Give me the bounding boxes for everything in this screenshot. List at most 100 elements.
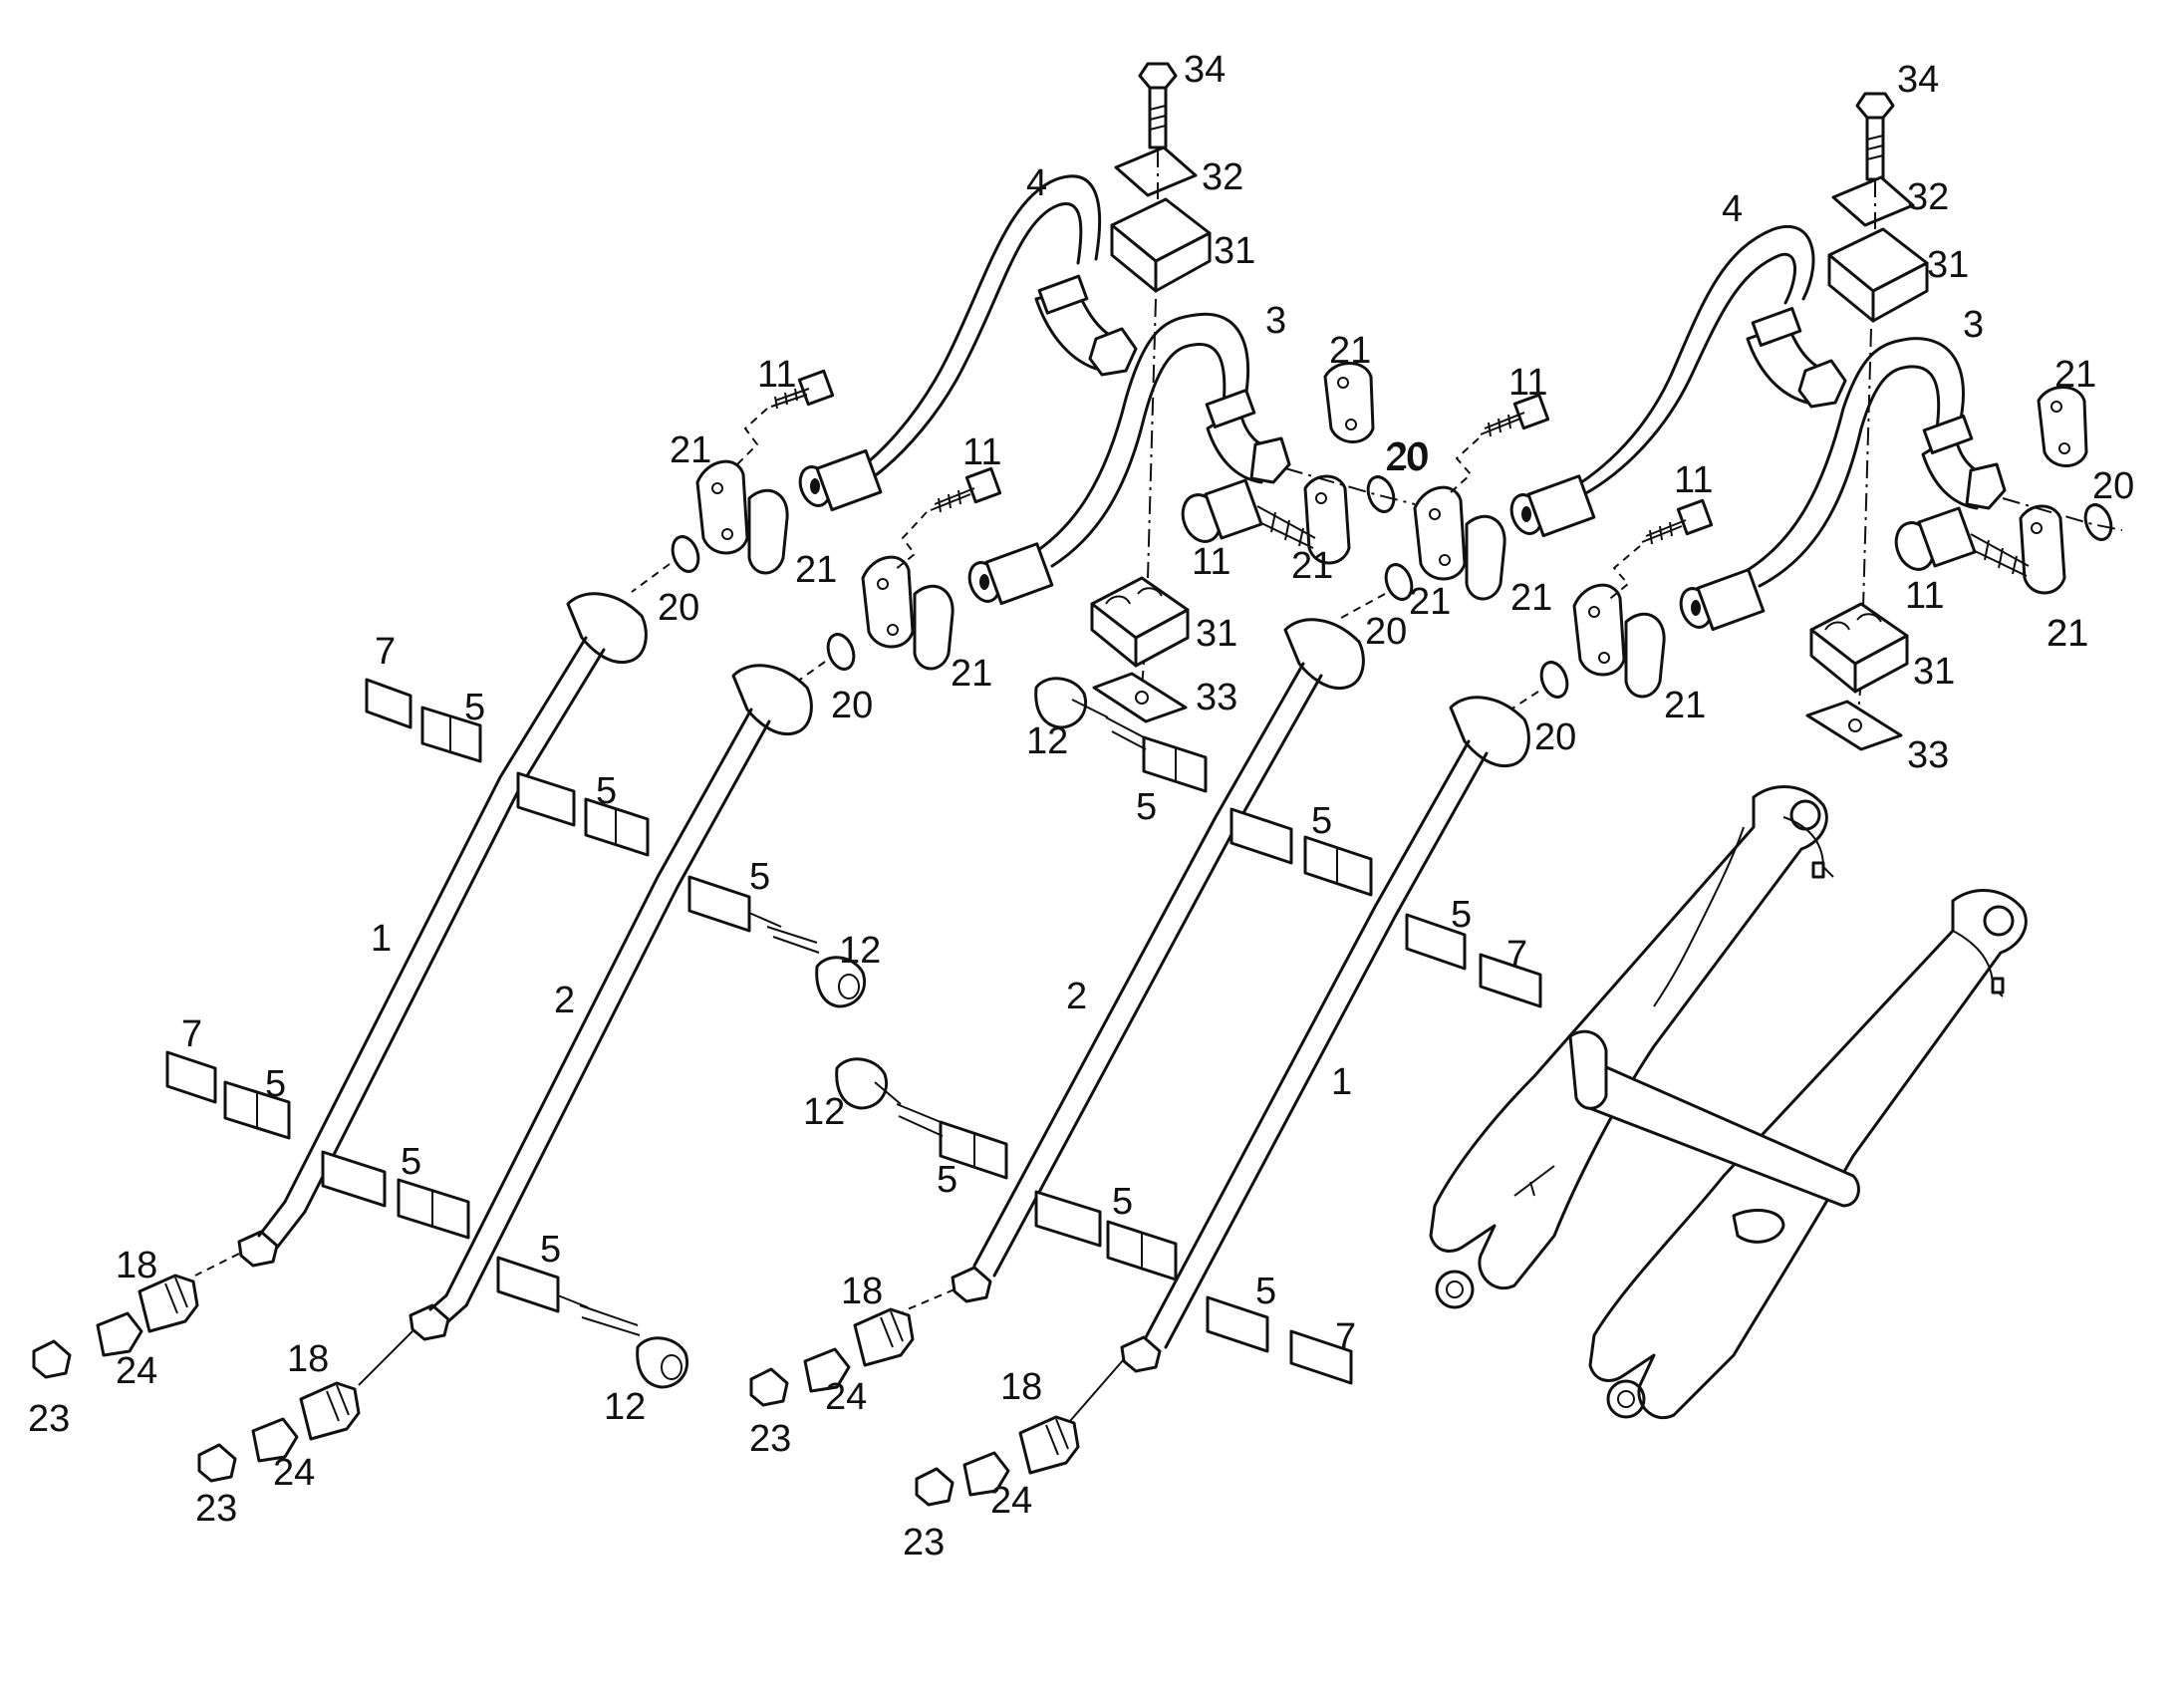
callout-label: 21 <box>2047 613 2088 655</box>
callout-label: 7 <box>375 631 396 673</box>
left-hose-assembly <box>32 62 1416 1483</box>
callout-label: 20 <box>1387 435 1429 477</box>
callout-label: 20 <box>1385 437 1427 479</box>
callout-label: 5 <box>596 770 617 812</box>
callout-label: 5 <box>1451 894 1472 936</box>
callout-label: 5 <box>265 1063 286 1105</box>
callout-label: 23 <box>903 1522 945 1564</box>
callout-label: 18 <box>116 1245 157 1286</box>
callout-label: 21 <box>2047 613 2088 655</box>
callout-label: 32 <box>1907 176 1949 218</box>
callout-label: 20 <box>831 685 873 726</box>
callout-label: 20 <box>1534 716 1576 758</box>
o-ring-20-right-separate <box>2083 503 2113 541</box>
screw-11-left-lower <box>930 466 1002 513</box>
screw-11-right-upper <box>1480 393 1550 437</box>
tube-1-right <box>1120 696 1530 1373</box>
clamp-31-top-right <box>1827 227 1929 323</box>
callout-label: 11 <box>1508 362 1547 404</box>
clamp-row-upper-right <box>1034 677 1542 1008</box>
callout-label: 5 <box>540 1229 561 1271</box>
clamp-row-lower-left <box>165 1050 688 1389</box>
callout-label: 21 <box>2054 354 2096 396</box>
callout-label: 23 <box>749 1418 791 1460</box>
clamp-31-bottom-left <box>1090 576 1190 668</box>
callout-label: 4 <box>1722 188 1743 230</box>
callout-label: 23 <box>28 1398 70 1440</box>
callout-label: 11 <box>962 431 1001 473</box>
callout-label: 21 <box>1664 685 1706 726</box>
o-ring-20-left-upper <box>671 535 700 573</box>
flange-21-right-separate <box>2037 386 2088 467</box>
plate-32-left <box>1114 145 1198 197</box>
callout-label: 34 <box>1184 49 1226 91</box>
callout-label: 2 <box>554 980 575 1021</box>
callout-label: 20 <box>658 587 699 629</box>
callout-label: 23 <box>195 1488 237 1530</box>
callout-label: 18 <box>1000 1366 1042 1408</box>
callout-label: 5 <box>1112 1181 1133 1223</box>
screw-11-right-socket <box>1894 506 2030 577</box>
flange-21-left-separate <box>1323 362 1375 443</box>
callout-label: 12 <box>1026 720 1068 762</box>
callout-label: 21 <box>795 549 837 591</box>
plate-33-left <box>1092 672 1188 723</box>
callout-label: 3 <box>1265 300 1286 342</box>
callout-label: 21 <box>1510 577 1552 619</box>
flange-21-right-mid <box>2019 504 2066 595</box>
callout-label: 12 <box>839 930 881 972</box>
callouts: 34 32 31 4 3 21 11 11 21 21 20 20 20 11 … <box>28 49 2134 1564</box>
callout-label: 5 <box>401 1141 421 1183</box>
fitting-stack-right-1 <box>749 1288 956 1407</box>
callout-label: 24 <box>273 1452 315 1494</box>
callout-label: 5 <box>464 687 485 728</box>
callout-label: 34 <box>1897 59 1939 101</box>
callout-label: 11 <box>1192 541 1230 583</box>
callout-label: 21 <box>1329 330 1371 372</box>
plate-33-right <box>1805 700 1903 751</box>
hose-4-right-fitting <box>1509 474 1596 538</box>
callout-label: 7 <box>1335 1316 1356 1358</box>
plate-32-right <box>1831 175 1915 227</box>
callout-label: 20 <box>1365 611 1407 653</box>
fitting-stack-left-2 <box>197 1330 413 1483</box>
right-hose-assembly <box>749 92 2123 1507</box>
hose-3-right <box>1732 337 2007 588</box>
callout-label: 31 <box>1196 613 1237 655</box>
callout-label: 24 <box>990 1480 1032 1522</box>
callout-label: 18 <box>287 1338 329 1380</box>
bolt-34-right <box>1855 92 1895 181</box>
fitting-stack-left-1 <box>32 1253 240 1379</box>
flange-21-left-upper <box>695 459 789 575</box>
callout-label: 21 <box>1409 581 1451 623</box>
hose-3-right-fitting <box>1679 568 1766 632</box>
tube-1-left <box>237 592 648 1268</box>
callout-label: 5 <box>1136 786 1157 828</box>
callout-label: 31 <box>1913 651 1955 693</box>
clamp-31-top-left <box>1110 197 1212 293</box>
callout-label: 18 <box>841 1271 883 1312</box>
callout-label: 5 <box>749 856 770 898</box>
bolt-34-left <box>1138 62 1178 149</box>
o-ring-20-left-separate <box>1366 475 1396 513</box>
screw-11-left-socket <box>1181 478 1316 549</box>
hose-4-left <box>845 174 1138 480</box>
callout-label: 33 <box>1196 677 1237 718</box>
callout-label: 1 <box>371 918 392 960</box>
callout-label: 4 <box>1026 162 1047 204</box>
tube-2-left <box>409 664 813 1341</box>
callout-label: 32 <box>1202 156 1243 198</box>
callout-label: 31 <box>1214 230 1255 272</box>
callout-label: 7 <box>181 1013 202 1055</box>
flange-21-right-lower <box>1572 583 1666 699</box>
o-ring-20-right-upper <box>1384 563 1414 601</box>
clamp-row-lower-right <box>835 1057 1353 1385</box>
hose-4-right <box>1552 225 1847 500</box>
callout-label: 31 <box>1927 244 1969 286</box>
callout-label: 5 <box>937 1159 957 1201</box>
callout-label: 12 <box>604 1386 646 1428</box>
flange-21-left-lower <box>861 555 955 671</box>
callout-label: 1 <box>1331 1061 1352 1103</box>
screw-11-left-upper <box>770 369 835 410</box>
tube-2-right <box>951 618 1365 1303</box>
